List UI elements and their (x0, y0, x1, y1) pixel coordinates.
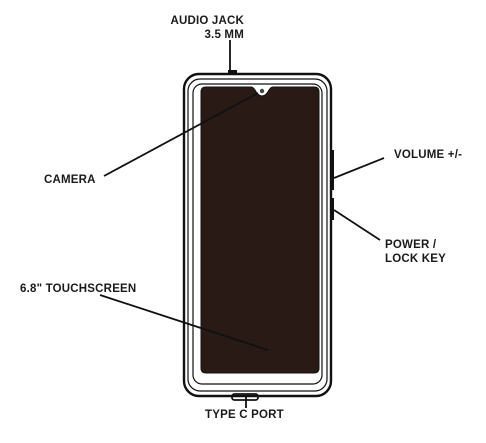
leader-power (333, 209, 381, 241)
touchscreen-display (200, 86, 320, 374)
label-type-c: TYPE C PORT (205, 409, 284, 421)
label-camera: CAMERA (44, 174, 96, 186)
type-c-port-shape (231, 393, 259, 401)
audio-jack-port (228, 70, 237, 75)
phone-bezel (192, 83, 323, 385)
phone-inner-frame (187, 78, 328, 392)
leader-touchscreen (99, 294, 269, 351)
phone-body (182, 70, 334, 401)
label-audio-jack-2: 3.5 MM (204, 29, 244, 41)
label-audio-jack-1: AUDIO JACK (170, 15, 244, 27)
label-power-2: LOCK KEY (385, 253, 446, 265)
front-camera-icon (259, 88, 265, 94)
label-volume: VOLUME +/- (394, 149, 462, 161)
volume-rocker (330, 150, 334, 190)
label-touchscreen: 6.8" TOUCHSCREEN (20, 283, 136, 295)
label-power-1: POWER / (385, 239, 437, 251)
leader-camera (103, 92, 259, 177)
leader-volume (333, 157, 385, 179)
power-key (330, 198, 334, 220)
